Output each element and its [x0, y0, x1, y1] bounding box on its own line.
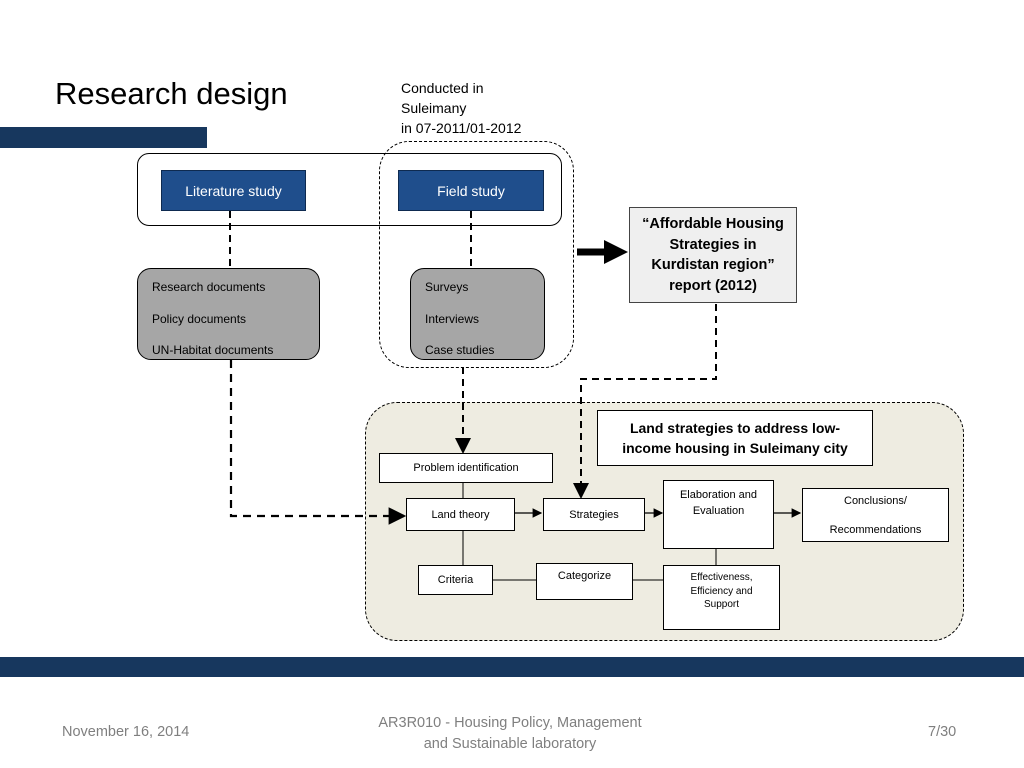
footer-page-number: 7/30 — [928, 724, 957, 740]
conducted-note: Conducted in Suleimany in 07-2011/01-201… — [401, 78, 521, 138]
footer-bar — [0, 657, 1024, 677]
elaboration-line-1: Elaboration and — [679, 489, 758, 501]
problem-identification-box: Problem identification — [379, 453, 553, 483]
list-item: Interviews — [425, 311, 480, 326]
land-strategies-box: Land strategies to address low-income ho… — [597, 410, 873, 466]
title-accent-bar — [0, 127, 207, 148]
literature-study-box: Literature study — [161, 170, 306, 211]
field-study-box: Field study — [398, 170, 544, 211]
report-box: “Affordable Housing Strategies in Kurdis… — [629, 207, 797, 303]
criteria-box: Criteria — [418, 565, 493, 595]
report-line-3: Kurdistan region” — [651, 257, 775, 273]
conclusions-line-1: Conclusions/ — [844, 494, 907, 507]
effectiveness-line-1: Effectiveness, — [690, 572, 753, 583]
footer-course: AR3R010 - Housing Policy, Management and… — [330, 713, 690, 755]
effectiveness-line-3: Support — [703, 599, 739, 610]
footer-course-line-2: and Sustainable laboratory — [423, 736, 597, 752]
conclusions-box: Conclusions/ Recommendations — [802, 488, 949, 542]
strategies-box: Strategies — [543, 498, 645, 531]
conducted-line-1: Conducted in — [401, 80, 484, 96]
list-item: Case studies — [425, 343, 495, 357]
slide-title: Research design — [55, 76, 288, 111]
land-theory-box: Land theory — [406, 498, 515, 531]
list-item: Policy documents — [152, 311, 247, 326]
dash-report-to-strategies — [573, 304, 717, 499]
effectiveness-box: Effectiveness, Efficiency and Support — [663, 565, 780, 630]
field-study-boundary — [379, 141, 574, 368]
list-item: Surveys — [425, 280, 469, 294]
report-line-1: “Affordable Housing — [642, 216, 784, 232]
list-item: Research documents — [152, 280, 266, 294]
conducted-line-2: Suleimany — [401, 100, 467, 116]
conclusions-line-2: Recommendations — [829, 523, 922, 536]
conducted-line-3: in 07-2011/01-2012 — [401, 120, 522, 136]
dash-docs-to-land-theory — [229, 360, 407, 525]
footer-date: November 16, 2014 — [62, 724, 190, 740]
categorize-box: Categorize — [536, 563, 633, 600]
elaboration-box: Elaboration and Evaluation — [663, 480, 774, 549]
effectiveness-line-2: Efficiency and — [690, 585, 753, 597]
report-line-2: Strategies in — [669, 236, 757, 253]
big-arrow-head — [604, 240, 628, 264]
literature-documents-box: Research documents Policy documents UN-H… — [137, 268, 320, 360]
footer-course-line-1: AR3R010 - Housing Policy, Management — [378, 715, 642, 731]
list-item: UN-Habitat documents — [152, 343, 274, 357]
report-line-4: report (2012) — [669, 277, 757, 294]
field-methods-box: Surveys Interviews Case studies — [410, 268, 545, 360]
elaboration-line-2: Evaluation — [692, 505, 745, 517]
